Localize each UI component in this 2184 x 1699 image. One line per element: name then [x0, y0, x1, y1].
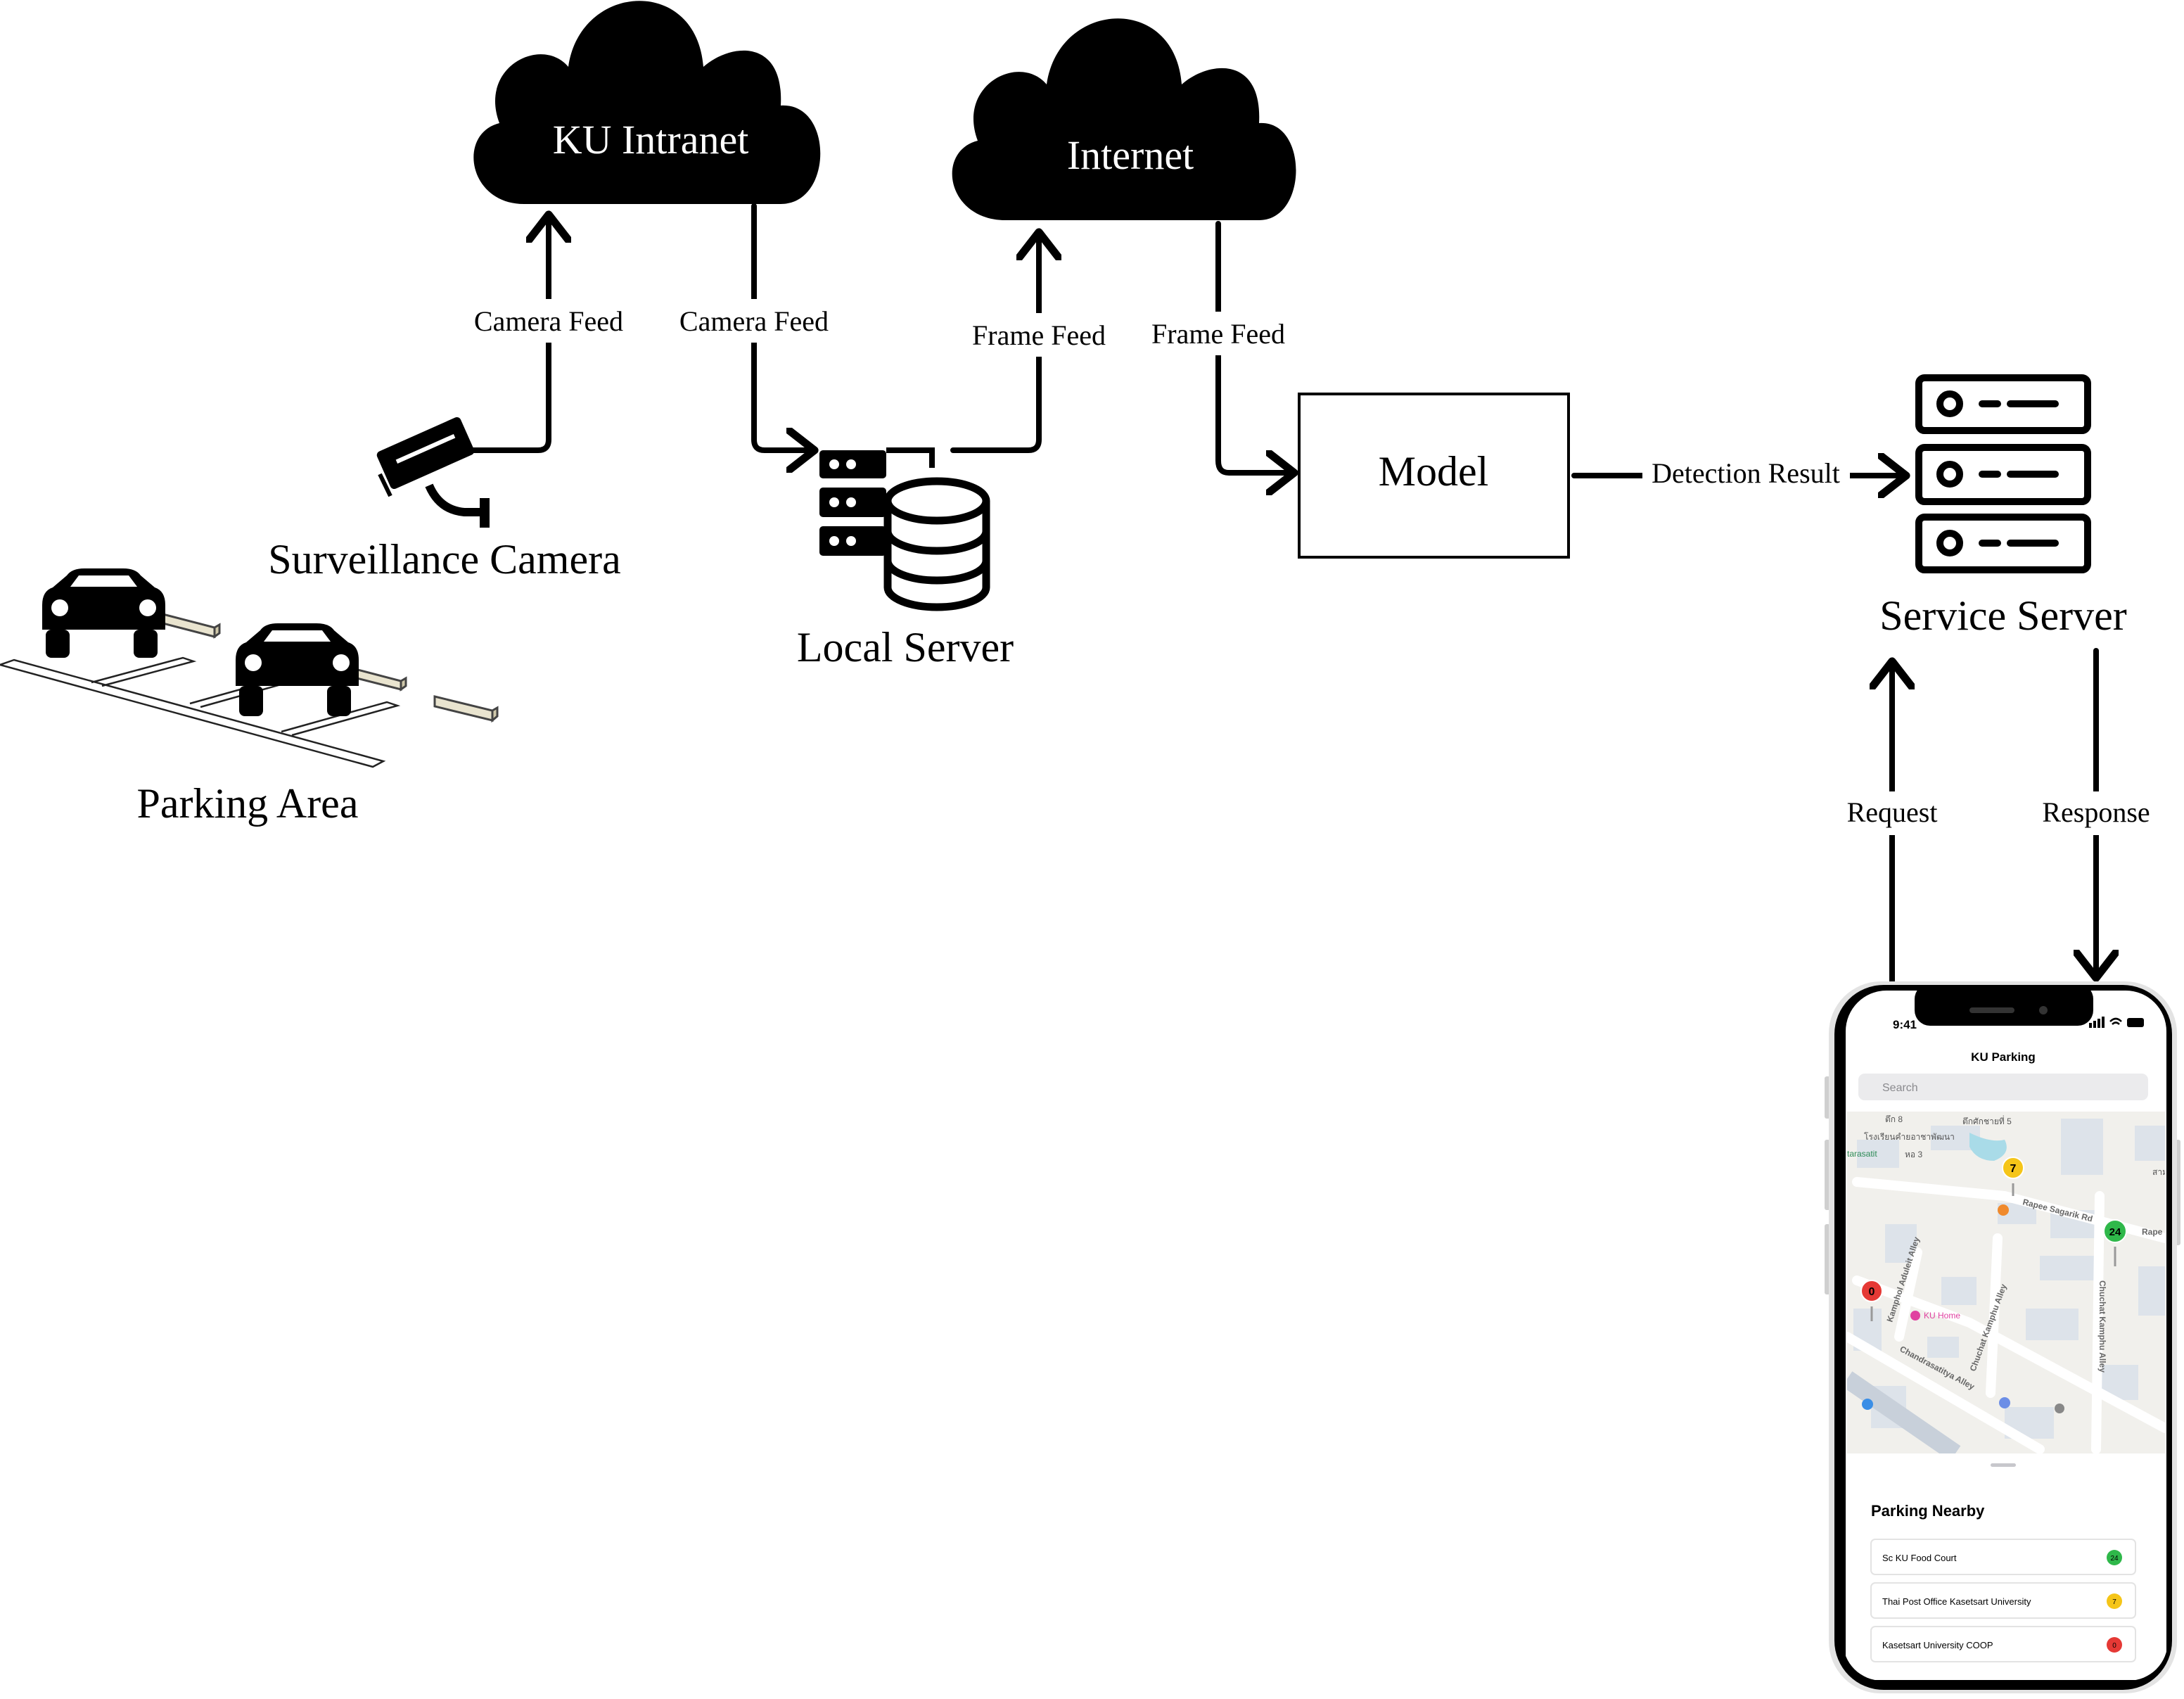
marker-yellow[interactable]: 7: [2002, 1157, 2024, 1196]
svg-text:7: 7: [2010, 1163, 2017, 1175]
car-icon-1: [42, 568, 165, 658]
list-item[interactable]: Kasetsart University COOP 0: [1870, 1626, 2136, 1662]
svg-text:tarasatit: tarasatit: [1847, 1149, 1877, 1159]
local-server-icon: [819, 447, 990, 611]
phone-notch: [1915, 988, 2093, 1026]
svg-text:7: 7: [2112, 1598, 2116, 1606]
svg-text:24: 24: [2110, 1555, 2119, 1563]
label-response: Response: [2042, 796, 2150, 828]
svg-text:โรงเรียนคำยอาชาพัฒนา: โรงเรียนคำยอาชาพัฒนา: [1864, 1132, 1955, 1142]
svg-text:Kasetsart University COOP: Kasetsart University COOP: [1882, 1640, 1993, 1650]
edge-camera-to-intranet: [467, 215, 549, 453]
surveillance-camera-icon: [376, 416, 490, 528]
edge-local-server-to-internet: [950, 232, 1039, 453]
list-item[interactable]: Sc KU Food Court 24: [1870, 1539, 2136, 1575]
svg-text:KU Home: KU Home: [1924, 1311, 1960, 1321]
signal-icon: [2089, 1017, 2105, 1028]
shop-icon: [1862, 1399, 1873, 1410]
car-icon-2: [236, 623, 359, 716]
ku-intranet-cloud: KU Intranet: [473, 1, 821, 205]
ku-home-icon: [1910, 1311, 1920, 1321]
svg-text:Chuchat Kamphu Alley: Chuchat Kamphu Alley: [2097, 1280, 2107, 1373]
transit-icon: [2055, 1404, 2064, 1413]
svg-text:Rape: Rape: [2142, 1227, 2163, 1237]
parking-nearby-title: Parking Nearby: [1871, 1502, 1985, 1520]
svg-text:สาม: สาม: [2152, 1167, 2168, 1177]
service-server-label: Service Server: [1879, 592, 2127, 639]
smartphone: 9:41 KU Parking Search: [1825, 981, 2180, 1693]
svg-text:0: 0: [2112, 1642, 2116, 1650]
status-time: 9:41: [1893, 1018, 1917, 1031]
internet-cloud: Internet: [952, 18, 1296, 221]
search-placeholder: Search: [1882, 1082, 1918, 1094]
svg-text:Thai Post Office Kasetsart Uni: Thai Post Office Kasetsart University: [1882, 1596, 2031, 1607]
restaurant-icon: [1998, 1204, 2009, 1216]
map-roads: [1847, 1177, 2165, 1453]
internet-label: Internet: [1067, 132, 1194, 178]
label-frame-feed-2: Frame Feed: [1151, 318, 1285, 350]
ku-intranet-label: KU Intranet: [553, 117, 749, 163]
parking-curb-3: [433, 695, 499, 723]
label-camera-feed-2: Camera Feed: [679, 305, 829, 337]
sheet-grabber[interactable]: [1991, 1463, 2016, 1467]
svg-text:24: 24: [2109, 1226, 2121, 1238]
svg-text:ตึก 8: ตึก 8: [1885, 1114, 1903, 1124]
svg-text:0: 0: [1869, 1286, 1875, 1298]
model-label: Model: [1379, 448, 1489, 495]
map-view[interactable]: ตึก 8 ตึกศักชายที่ 5 โรงเรียนคำยอาชาพัฒน…: [1847, 1112, 2168, 1453]
local-server-label: Local Server: [797, 624, 1014, 670]
edge-intranet-to-local-server: [751, 203, 815, 450]
location-icon: [1999, 1397, 2010, 1408]
battery-icon: [2127, 1018, 2144, 1027]
label-camera-feed-1: Camera Feed: [474, 305, 623, 337]
svg-text:Sc KU Food Court: Sc KU Food Court: [1882, 1553, 1957, 1563]
svg-text:ตึกศักชายที่ 5: ตึกศักชายที่ 5: [1962, 1115, 2012, 1126]
label-frame-feed-1: Frame Feed: [972, 319, 1106, 351]
service-server-icon: [1915, 374, 2091, 573]
model-box: Model: [1298, 393, 1570, 559]
list-item[interactable]: Thai Post Office Kasetsart University 7: [1870, 1582, 2136, 1619]
wifi-icon: [2109, 1017, 2122, 1025]
app-title: KU Parking: [1971, 1050, 2036, 1064]
marker-green[interactable]: 24: [2103, 1219, 2127, 1266]
label-request: Request: [1847, 796, 1938, 828]
search-input[interactable]: [1858, 1074, 2148, 1100]
parking-area-label: Parking Area: [137, 780, 359, 827]
parking-area-illustration: [0, 568, 499, 768]
edge-internet-to-model: [1215, 221, 1294, 473]
label-detection-result: Detection Result: [1652, 457, 1840, 489]
surveillance-camera-label: Surveillance Camera: [268, 536, 620, 583]
marker-red[interactable]: 0: [1860, 1280, 1883, 1321]
svg-text:หอ 3: หอ 3: [1905, 1150, 1922, 1159]
